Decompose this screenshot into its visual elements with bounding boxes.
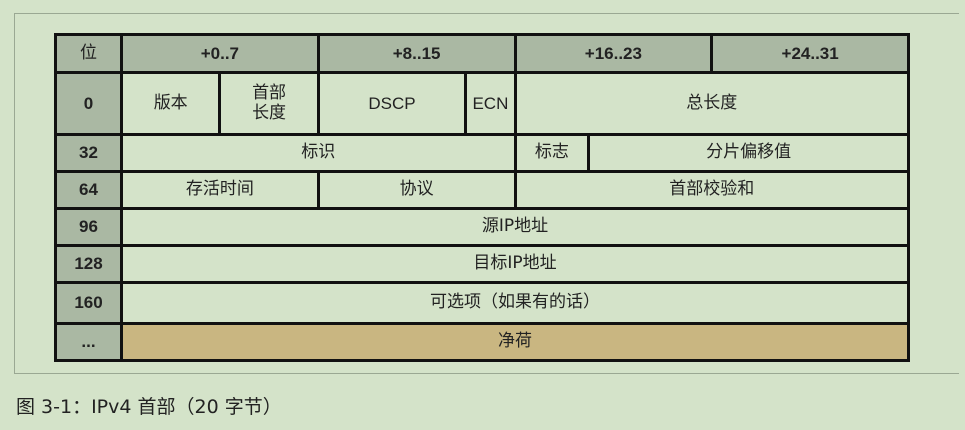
field-dscp: DSCP bbox=[319, 74, 465, 133]
field-version: 版本 bbox=[123, 74, 219, 133]
figure-caption: 图 3-1：IPv4 首部（20 字节） bbox=[16, 396, 282, 418]
ipv4-header-table: 位 +0..7 +8..15 +16..23 +24..31 0 版本 首部 长… bbox=[54, 33, 910, 362]
field-source-ip: 源IP地址 bbox=[123, 210, 907, 244]
field-total-length: 总长度 bbox=[516, 74, 907, 133]
offset-label: 160 bbox=[57, 284, 120, 322]
offset-label: 96 bbox=[57, 210, 120, 244]
field-payload: 净荷 bbox=[123, 325, 907, 359]
header-bits-24-31: +24..31 bbox=[713, 36, 907, 71]
field-header-checksum: 首部校验和 bbox=[516, 173, 907, 207]
field-protocol: 协议 bbox=[319, 173, 514, 207]
field-options: 可选项（如果有的话） bbox=[123, 284, 907, 322]
field-destination-ip: 目标IP地址 bbox=[123, 247, 907, 281]
offset-label: 32 bbox=[57, 136, 120, 170]
figure-frame bbox=[14, 13, 959, 374]
header-bits-0-7: +0..7 bbox=[123, 36, 317, 71]
field-flags: 标志 bbox=[516, 136, 588, 170]
field-ecn: ECN bbox=[467, 74, 514, 133]
offset-label: 128 bbox=[57, 247, 120, 281]
field-ttl: 存活时间 bbox=[123, 173, 317, 207]
header-bits-16-23: +16..23 bbox=[516, 36, 711, 71]
field-fragment-offset: 分片偏移值 bbox=[590, 136, 907, 170]
field-ihl: 首部 长度 bbox=[221, 74, 317, 133]
header-position: 位 bbox=[57, 36, 120, 71]
offset-label: ... bbox=[57, 325, 120, 359]
field-identification: 标识 bbox=[123, 136, 514, 170]
header-bits-8-15: +8..15 bbox=[319, 36, 514, 71]
offset-label: 64 bbox=[57, 173, 120, 207]
offset-label: 0 bbox=[57, 74, 120, 133]
